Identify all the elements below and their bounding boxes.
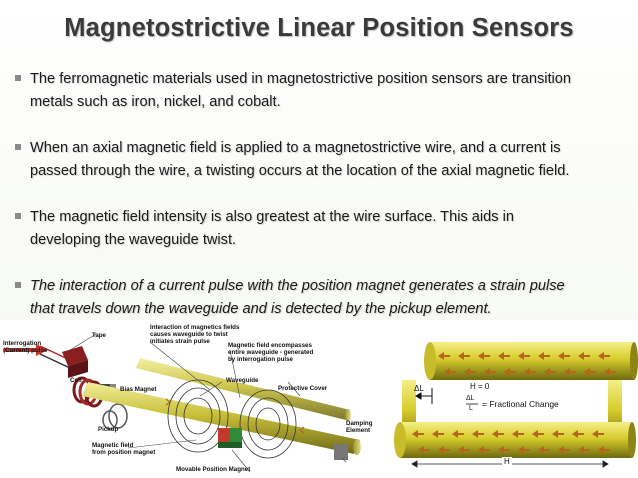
label-position-field: Magnetic field from position magnet <box>92 442 156 456</box>
label-damping-element: Damping Element <box>346 420 373 434</box>
tape-block <box>62 346 88 378</box>
bullet-item: The ferromagnetic materials used in magn… <box>14 68 626 114</box>
magnetic-field-lines <box>167 379 297 459</box>
label-fraction-denominator: L <box>469 405 473 412</box>
twin-rod-illustration <box>394 342 638 468</box>
bullet-line: The magnetic field intensity is also gre… <box>30 209 514 225</box>
label-waveguide: Waveguide <box>226 377 259 384</box>
bullet-item: The magnetic field intensity is also gre… <box>14 206 626 252</box>
bullet-line: The interaction of a current pulse with … <box>30 278 565 294</box>
position-magnet-icon <box>218 428 242 448</box>
bullet-list: The ferromagnetic materials used in magn… <box>14 68 626 344</box>
bullet-line: The ferromagnetic materials used in magn… <box>30 71 572 87</box>
label-interaction: Interaction of magnetics fields causes w… <box>150 324 240 345</box>
label-bias-magnet: Bias Magnet <box>120 386 157 393</box>
slide-title: Magnetostrictive Linear Position Sensors <box>64 14 574 42</box>
label-interrogation-pulse: Interrogation (Current) pulse <box>3 340 48 354</box>
bullet-item: When an axial magnetic field is applied … <box>14 137 626 183</box>
rod-top <box>424 342 638 380</box>
delta-l-arrow <box>415 388 433 404</box>
bullet-square-icon <box>15 75 21 81</box>
label-field-encompasses: Magnetic field encompasses entire wavegu… <box>228 342 314 363</box>
bullet-square-icon <box>15 213 21 219</box>
label-tape: Tape <box>92 332 106 339</box>
label-h-zero: H = 0 <box>470 382 490 391</box>
bullet-line: When an axial magnetic field is applied … <box>30 140 561 156</box>
label-pickup: Pickup <box>98 426 119 433</box>
label-fractional-change: = Fractional Change <box>482 399 559 409</box>
label-movable-magnet: Movable Position Magnet <box>176 466 251 473</box>
magnetostrictive-sensor-diagram: Interrogation (Current) pulse Tape Inter… <box>0 320 386 478</box>
bullet-square-icon <box>15 144 21 150</box>
bullet-item: The interaction of a current pulse with … <box>14 275 626 321</box>
fractional-change-diagram: H = 0 ΔL ΔL L = Fractional Change H <box>386 320 638 478</box>
interrogation-pulse-arrow <box>4 344 48 356</box>
bullet-line: that travels down the waveguide and is d… <box>30 301 492 317</box>
leader-lines <box>69 333 347 473</box>
bullet-line: passed through the wire, a twisting occu… <box>30 163 570 179</box>
label-delta-l: ΔL <box>414 384 424 393</box>
domain-arrows-top <box>438 352 616 376</box>
label-coil: Coil <box>70 377 82 384</box>
bullet-line: metals such as iron, nickel, and cobalt. <box>30 94 281 110</box>
bullet-square-icon <box>15 282 21 288</box>
damping-element <box>334 444 348 460</box>
label-protective-cover: Protective Cover <box>278 385 328 392</box>
strain-pulse-arrows <box>165 398 305 434</box>
bullet-line: developing the waveguide twist. <box>30 232 237 248</box>
label-h: H <box>502 457 512 466</box>
rod-bottom <box>394 422 636 458</box>
label-fraction-numerator: ΔL <box>466 395 475 402</box>
waveguide-rod <box>82 382 361 455</box>
domain-arrows-bottom <box>412 430 610 454</box>
pickup-icon <box>102 403 128 430</box>
sensor-illustration <box>4 333 361 473</box>
